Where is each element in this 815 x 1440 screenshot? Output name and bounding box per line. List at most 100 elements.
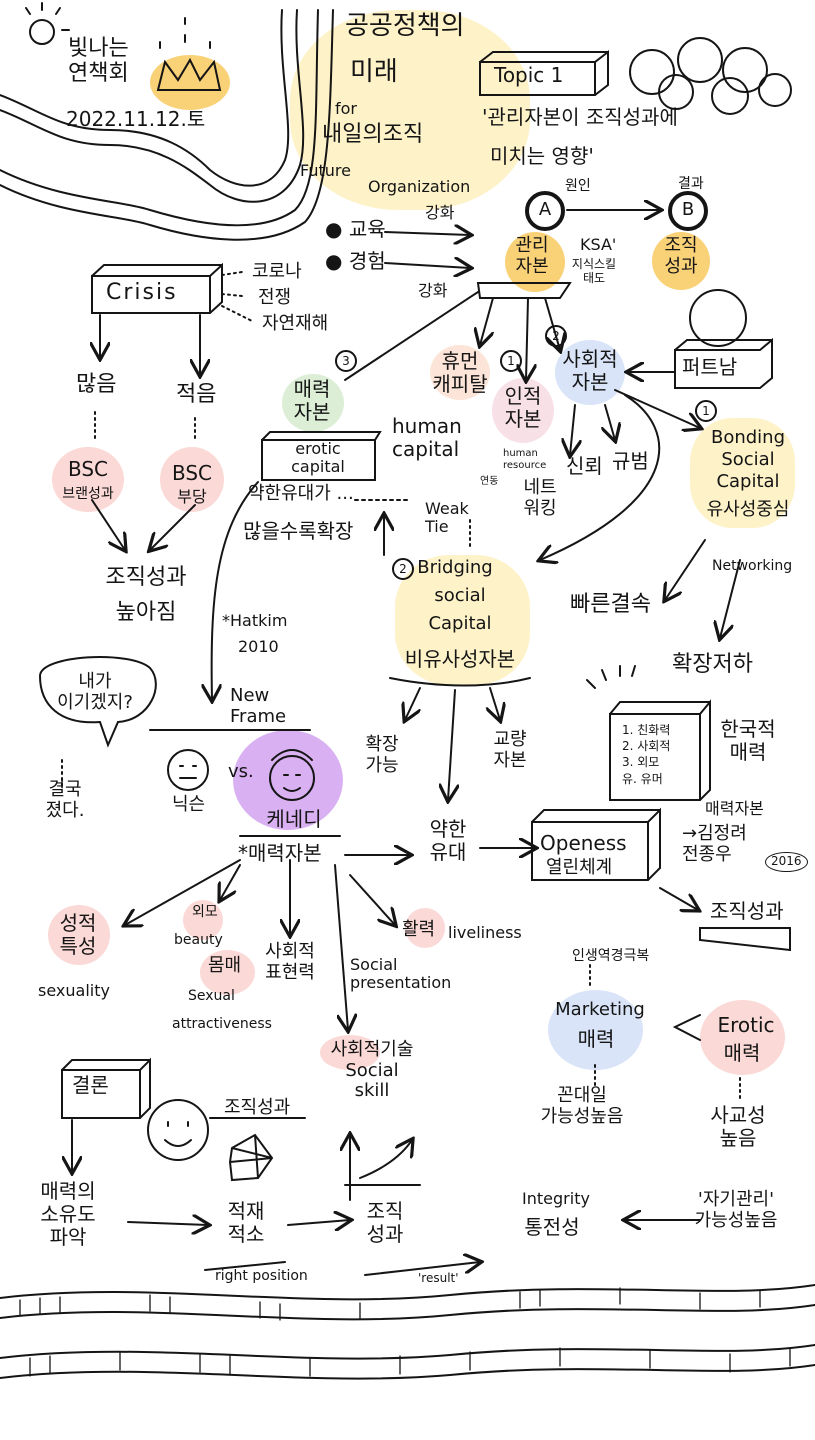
openness-year: 2016 (765, 852, 808, 872)
bonding-line2: Social (721, 449, 775, 470)
link-label: 연동 (480, 476, 499, 487)
beauty-kr: 외모 (192, 904, 218, 920)
crisis-many: 많음 (76, 372, 117, 397)
social-presentation-en: Social presentation (350, 955, 452, 993)
for-label: for (335, 99, 357, 118)
number-3-circle: 3 (335, 350, 357, 372)
nixon-label: 닉슨 (172, 794, 206, 815)
crisis-box-label: Crisis (106, 280, 178, 305)
openness-list: 1. 친화력 2. 사회적 3. 외모 유. 유머 (622, 722, 670, 787)
networking-kr: 네트 워킹 (523, 477, 557, 519)
effect-label: 결과 (678, 176, 704, 192)
topic-quote-line2: 미치는 영향' (490, 144, 594, 168)
list-item: 3. 외모 (622, 755, 660, 770)
list-item: 2. 사회적 (622, 739, 671, 754)
sexual-en: Sexual (188, 988, 235, 1004)
expand-possible: 확장 가능 (365, 734, 399, 776)
weak-ties-note-1: 약한유대가 ... (248, 483, 354, 504)
beauty-en: beauty (174, 932, 223, 948)
social-capital: 사회적 자본 (562, 347, 618, 394)
main-title-line2: 미래 (350, 57, 398, 87)
conclusion-step3: 조직 성과 (366, 1199, 404, 1246)
a-node-label: A (538, 199, 552, 220)
conclusion-step1: 매력의 소유도 파악 (40, 1179, 96, 1249)
bsc-left-sub: 브랜성과 (62, 486, 114, 502)
personal-capital: 인적 자본 (504, 384, 542, 431)
human-capital-kr: 휴먼 캐피탈 (432, 349, 488, 396)
cause-label: 원인 (565, 178, 591, 194)
kennedy-label: 케네디 (266, 807, 322, 831)
networking-en: Networking (712, 558, 793, 574)
crisis-result-line2: 높아짐 (115, 600, 177, 625)
input-experience: ● 경험 (325, 249, 386, 273)
bridging-line1: Bridging (417, 557, 493, 578)
bonding-line1: Bonding (710, 427, 786, 448)
strengthen-label-1: 강화 (425, 203, 455, 222)
expand-limit: 확장저하 (672, 652, 753, 677)
bridging-number: 2 (392, 558, 414, 580)
social-expression-kr: 사회적 표현력 (265, 941, 315, 983)
number-1-circle: 1 (500, 350, 522, 372)
date-label: 2022.11.12.토 (66, 107, 206, 131)
integrity-kr: 통전성 (524, 1215, 580, 1239)
erotic-capital-en: erotic capital (291, 439, 345, 477)
attractiveness-en: attractiveness (172, 1016, 272, 1032)
org-performance-right: 조직성과 (710, 899, 784, 923)
speech-bubble-text: 내가 이기겠지? (57, 671, 133, 713)
input-education: ● 교육 (325, 217, 386, 241)
hakim-author: *Hatkim (222, 611, 288, 630)
crisis-item-disaster: 자연재해 (262, 313, 329, 334)
strengthen-label-2: 강화 (418, 281, 448, 300)
openness-kr: 열린체계 (546, 857, 613, 878)
charm-capital-label: 매력자본 (705, 799, 764, 818)
list-item: 유. 유머 (622, 771, 663, 786)
subtitle-english-1: Future (300, 161, 351, 180)
norm-label: 규범 (612, 449, 649, 473)
openness-en: Openess (540, 831, 627, 855)
conclusion-box-label: 결론 (72, 1073, 109, 1097)
weak-bond: 약한 유대 (429, 817, 467, 864)
liveliness-kr: 활력 (402, 919, 436, 940)
bsc-right-sub: 부당 (177, 487, 207, 506)
body-kr: 몸매 (208, 955, 242, 976)
putnam-label: 퍼트남 (682, 355, 738, 379)
subtitle-english-2: Organization (368, 177, 471, 196)
ending-text: 결국 졌다. (45, 779, 85, 821)
ksa-label: KSA' (580, 235, 617, 254)
bonding-number: 1 (695, 400, 717, 422)
kkondae-note: 꼰대일 가능성높음 (540, 1085, 624, 1127)
conclusion-step2-en: right position (215, 1268, 308, 1284)
sexuality-en: sexuality (38, 981, 110, 1000)
liveliness-en: liveliness (448, 923, 522, 942)
management-capital: 관리 자본 (515, 235, 549, 277)
integrity-en: Integrity (522, 1189, 590, 1208)
weak-tie-label: Weak Tie (425, 499, 469, 537)
crisis-item-war: 전쟁 (258, 287, 292, 308)
social-skill: 사회적기술 Social skill (330, 1039, 414, 1102)
conclusion-step3-en: 'result' (418, 1271, 459, 1285)
marketing-kr: 매력 (577, 1027, 615, 1051)
subtitle-korean: 내일의조직 (322, 122, 424, 147)
bridging-line2: social (434, 585, 486, 606)
topic-quote-line1: '관리자본이 조직성과에 (482, 105, 678, 129)
human-resource-note: human resource (503, 448, 547, 471)
fast-bond: 빠른결속 (570, 592, 651, 617)
korean-charm: 한국적 매력 (720, 717, 776, 764)
human-capital-en: human capital (392, 414, 462, 461)
marketing-en: Marketing (555, 999, 645, 1020)
social-high: 사교성 높음 (710, 1103, 766, 1150)
vs-label: vs. (228, 761, 254, 782)
erotic-root: *매력자본 (238, 841, 322, 865)
topic-box-label: Topic 1 (494, 63, 564, 87)
erotic-right-kr: 매력 (723, 1041, 761, 1065)
bridging-line3: Capital (428, 613, 492, 634)
hakim-year: 2010 (238, 637, 279, 656)
org-performance-top: 조직 성과 (664, 235, 698, 277)
trust-label: 신뢰 (566, 454, 603, 478)
list-item: 1. 친화력 (622, 723, 671, 737)
main-title-line1: 공공정책의 (345, 11, 465, 41)
conclusion-step2: 적재 적소 (227, 1199, 265, 1246)
bsc-left-title: BSC (67, 457, 109, 481)
erotic-right-en: Erotic (717, 1013, 775, 1037)
